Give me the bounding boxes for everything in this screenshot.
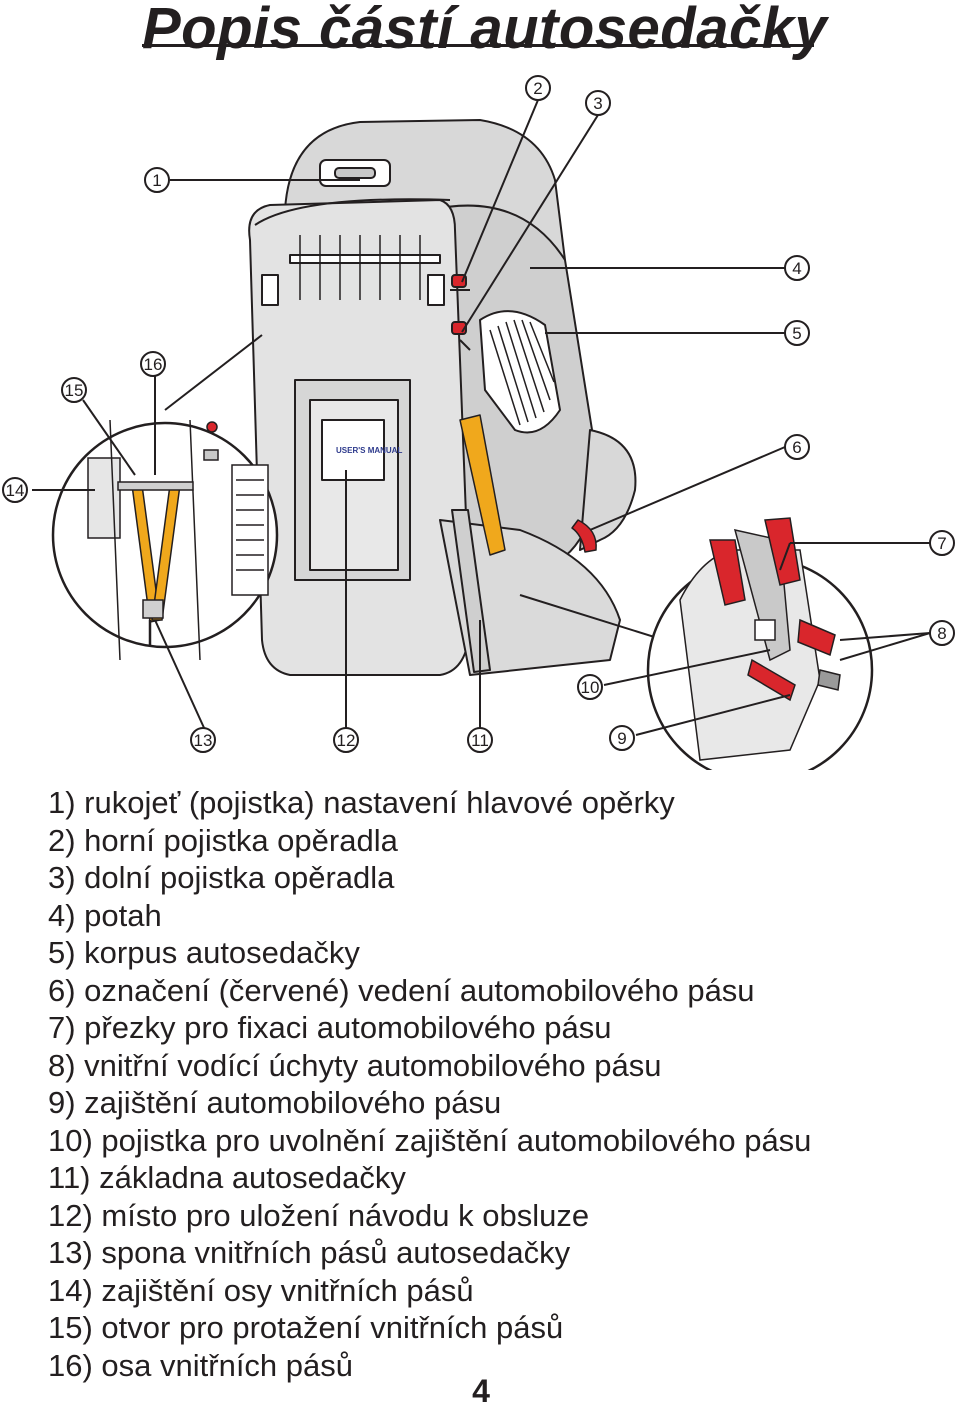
callout-11: 11 — [467, 727, 493, 753]
callout-6: 6 — [784, 434, 810, 460]
callout-8: 8 — [929, 620, 955, 646]
svg-text:11: 11 — [471, 731, 489, 750]
legend-item: 8) vnitřní vodící úchyty automobilového … — [48, 1047, 662, 1083]
legend-item: 3) dolní pojistka opěradla — [48, 860, 395, 895]
parts-legend: 1) rukojeť (pojistka) nastavení hlavové … — [48, 784, 948, 1384]
callout-1: 1 — [144, 167, 170, 193]
callout-3: 3 — [585, 90, 611, 116]
svg-text:12: 12 — [337, 731, 356, 750]
legend-item: 9) zajištění automobilového pásu — [48, 1085, 502, 1120]
svg-text:14: 14 — [6, 481, 25, 500]
legend-item: 4) potah — [48, 897, 162, 933]
legend-item: 5) korpus autosedačky — [48, 935, 360, 970]
svg-text:7: 7 — [937, 534, 946, 553]
page-number: 4 — [472, 1373, 490, 1409]
legend-item: 1) rukojeť (pojistka) nastavení hlavové … — [48, 785, 675, 820]
callout-4: 4 — [784, 255, 810, 281]
callout-10: 10 — [577, 674, 603, 700]
svg-text:2: 2 — [533, 79, 542, 98]
svg-text:10: 10 — [581, 678, 600, 697]
belt-detail-circle — [51, 334, 279, 661]
callout-14: 14 — [2, 477, 28, 503]
callout-2: 2 — [525, 75, 551, 101]
svg-text:5: 5 — [792, 324, 801, 343]
svg-text:15: 15 — [65, 381, 84, 400]
legend-item: 10) pojistka pro uvolnění zajištění auto… — [48, 1122, 812, 1158]
svg-text:16: 16 — [144, 355, 163, 374]
callout-13: 13 — [190, 727, 216, 753]
svg-text:9: 9 — [617, 729, 626, 748]
legend-item: 7) přezky pro fixaci automobilového pásu — [48, 1010, 612, 1045]
callout-16: 16 — [140, 351, 166, 377]
callout-5: 5 — [784, 320, 810, 346]
legend-item: 14) zajištění osy vnitřních pásů — [48, 1272, 474, 1308]
title-underline — [142, 44, 814, 47]
callout-12: 12 — [333, 727, 359, 753]
legend-item: 13) spona vnitřních pásů autosedačky — [48, 1235, 571, 1270]
callout-15: 15 — [61, 377, 87, 403]
legend-item: 11) základna autosedačky — [48, 1160, 406, 1195]
svg-text:13: 13 — [194, 731, 213, 750]
legend-item: 15) otvor pro protažení vnitřních pásů — [48, 1310, 564, 1345]
svg-text:1: 1 — [152, 171, 161, 190]
callout-markers: 1 2 3 4 5 6 7 8 9 10 11 12 13 14 15 16 — [2, 75, 955, 753]
car-seat-diagram: USER'S MANUAL — [0, 60, 960, 770]
svg-text:8: 8 — [937, 624, 946, 643]
svg-text:6: 6 — [792, 438, 801, 457]
legend-item: 16) osa vnitřních pásů — [48, 1347, 354, 1383]
seat-shell — [248, 119, 637, 676]
legend-item: 2) horní pojistka opěradla — [48, 822, 398, 858]
callout-7: 7 — [929, 530, 955, 556]
svg-text:3: 3 — [593, 94, 602, 113]
legend-item: 12) místo pro uložení návodu k obsluze — [48, 1197, 590, 1233]
page-title: Popis částí autosedačky — [142, 0, 828, 61]
legend-item: 6) označení (červené) vedení automobilov… — [48, 972, 755, 1008]
callout-9: 9 — [609, 725, 635, 751]
svg-text:4: 4 — [792, 259, 801, 278]
callout-leaders — [32, 99, 931, 736]
manual-label: USER'S MANUAL — [336, 446, 402, 455]
